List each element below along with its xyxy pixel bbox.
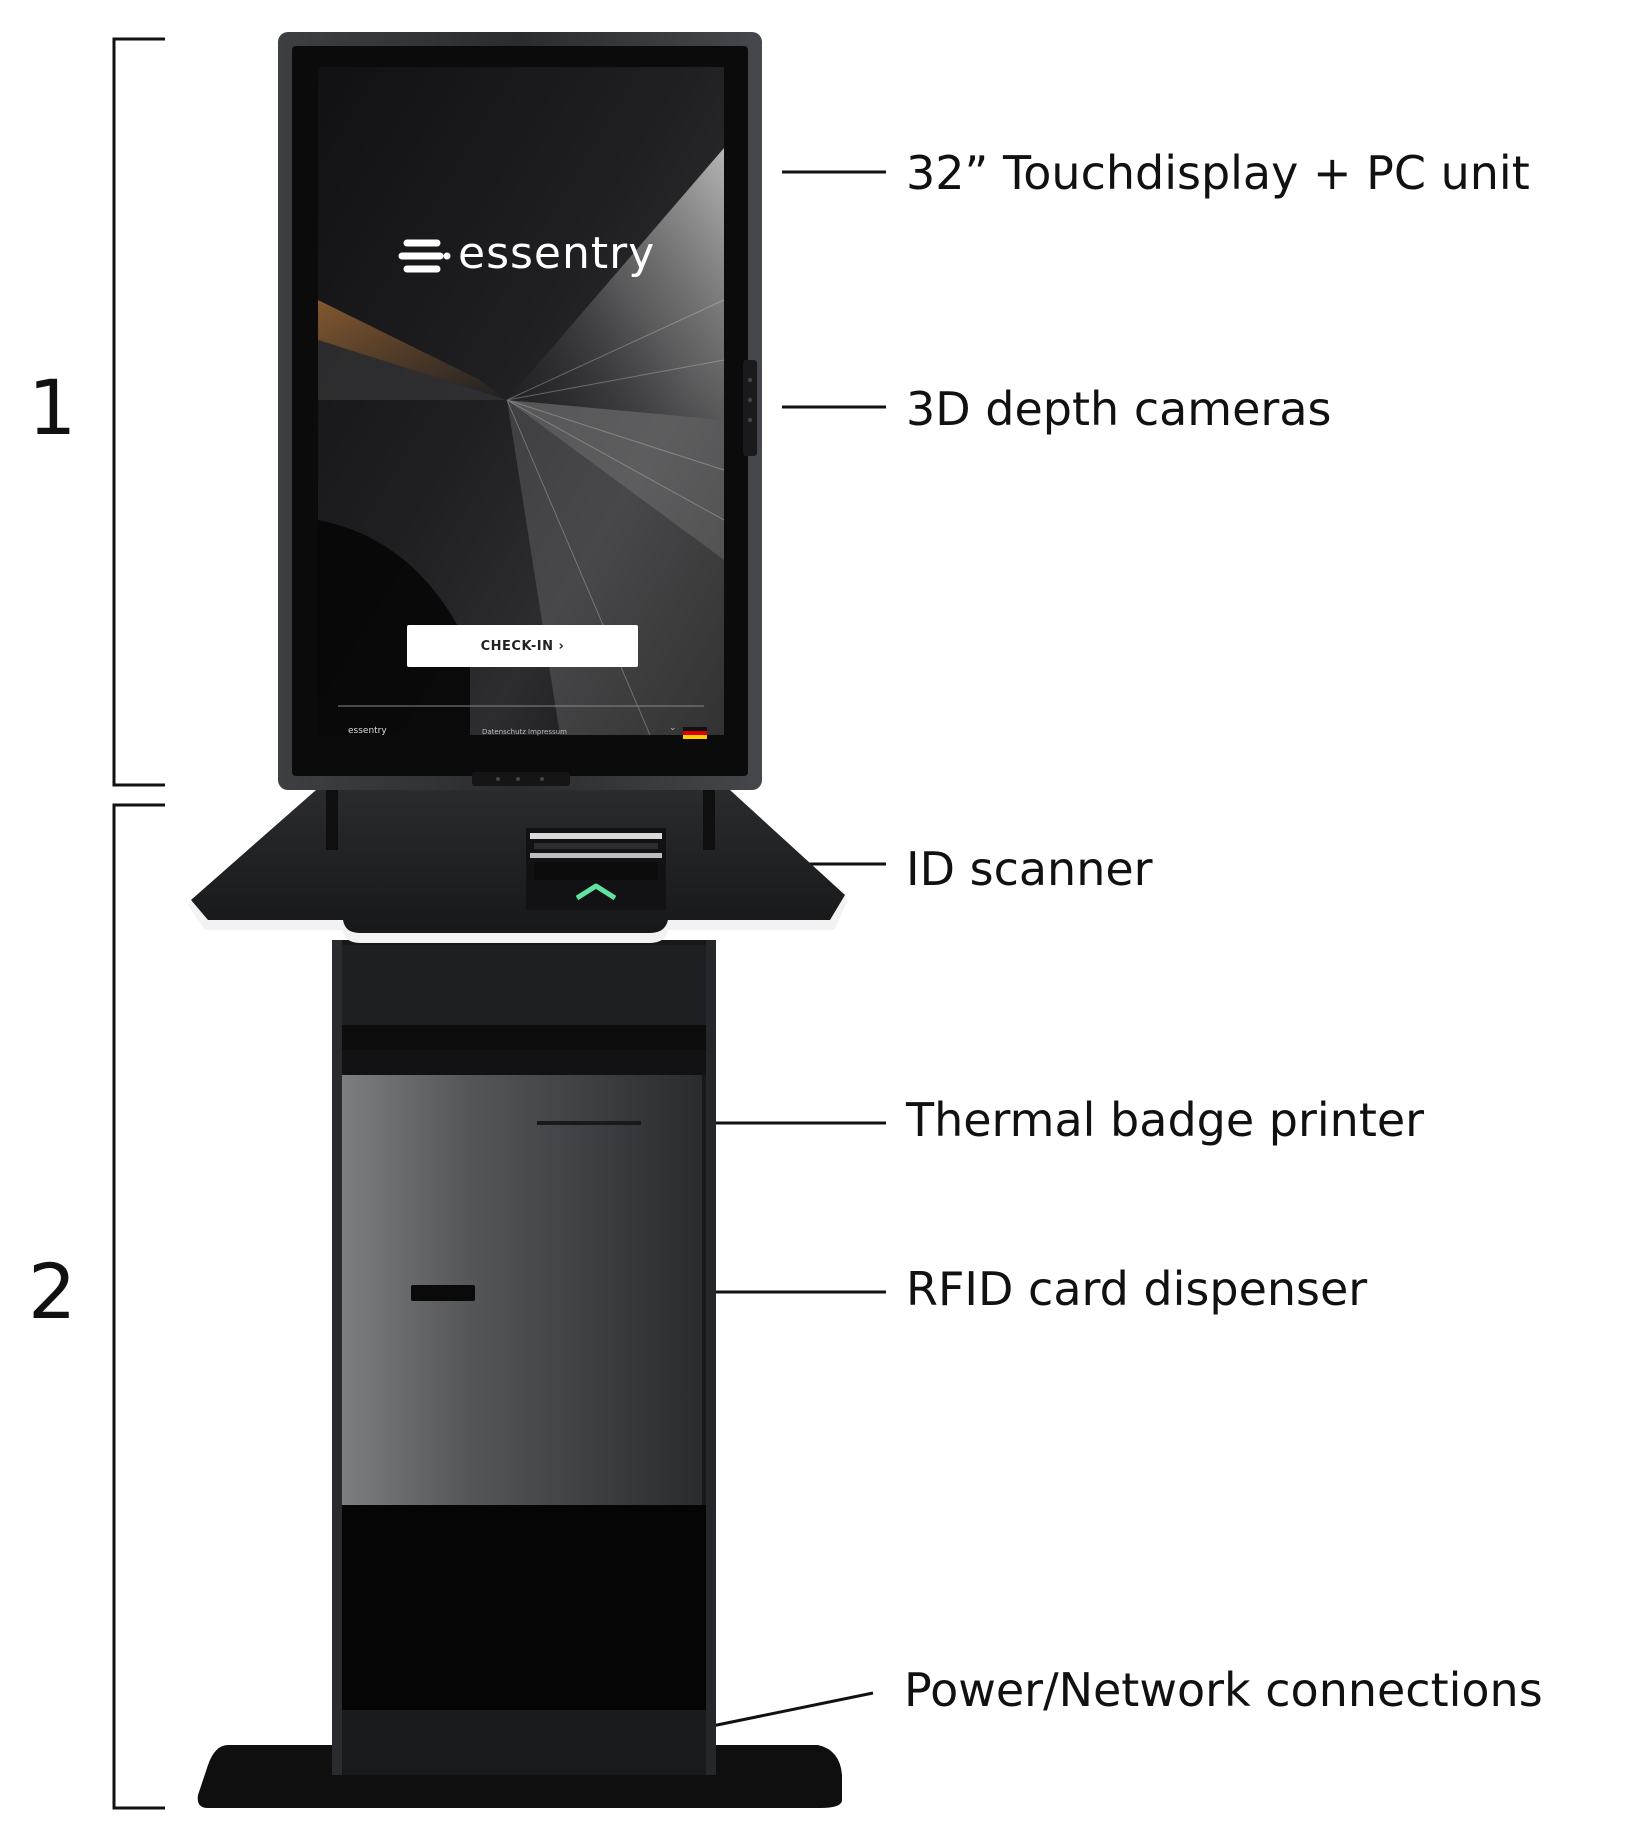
- footer-link-privacy[interactable]: Datenschutz: [482, 728, 526, 736]
- essentry-logo-icon: [398, 239, 444, 273]
- bracket-section-2: [112, 803, 165, 1810]
- screen-footer-brand: essentry: [348, 726, 387, 736]
- thermal-printer-slot: [537, 1121, 641, 1125]
- germany-flag-icon: [683, 727, 707, 739]
- callout-power-network: Power/Network connections: [904, 1663, 1543, 1717]
- screen-brand-name: essentry: [458, 228, 656, 279]
- language-chevron-icon[interactable]: ⌄: [669, 723, 677, 733]
- footer-link-imprint[interactable]: Impressum: [528, 728, 567, 736]
- callout-touchdisplay: 32” Touchdisplay + PC unit: [906, 146, 1530, 200]
- callout-id-scanner: ID scanner: [906, 842, 1153, 896]
- id-scanner: [526, 828, 666, 910]
- bracket-section-1: [112, 37, 165, 787]
- rfid-card-slot: [411, 1285, 475, 1301]
- callout-thermal-printer: Thermal badge printer: [906, 1093, 1425, 1147]
- callout-rfid-dispenser: RFID card dispenser: [906, 1262, 1368, 1316]
- id-scanner-guide-light: [575, 883, 617, 901]
- callout-depth-cameras: 3D depth cameras: [906, 382, 1332, 436]
- touch-display: [278, 32, 762, 790]
- section-number-2: 2: [28, 1247, 77, 1336]
- kiosk-door-panel: [342, 1050, 706, 1505]
- section-number-1: 1: [28, 363, 77, 452]
- check-in-button[interactable]: CHECK-IN ›: [407, 625, 638, 667]
- depth-camera-module: [743, 360, 757, 456]
- front-sensor-bar: [472, 772, 570, 786]
- kiosk-desk: [188, 790, 848, 943]
